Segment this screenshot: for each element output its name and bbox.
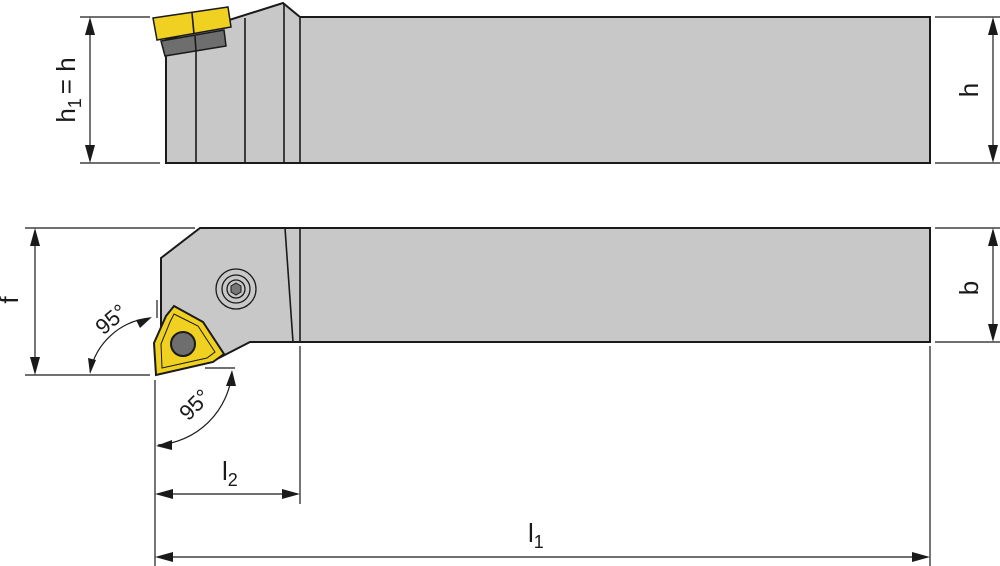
dimension-l1: l1 [155, 346, 931, 566]
insert-side [152, 6, 232, 41]
holder-body-side [165, 1, 931, 164]
dimension-h: h [935, 16, 1000, 164]
dimension-l2: l2 [154, 346, 301, 566]
svg-text:95°: 95° [90, 299, 132, 340]
angle-bottom: 95° [156, 367, 236, 450]
angle-top: 95° [88, 299, 158, 374]
insert-top [152, 304, 226, 377]
dimension-b: b [935, 227, 1000, 343]
insert-seat-side [160, 29, 227, 57]
dimension-f: f [0, 227, 195, 376]
svg-text:l2: l2 [222, 456, 238, 490]
side-view [152, 1, 931, 164]
clamp-screw [215, 268, 257, 310]
svg-text:95°: 95° [174, 384, 215, 425]
svg-text:l1: l1 [528, 518, 544, 552]
holder-body-top [160, 227, 931, 362]
svg-text:h1= h: h1= h [51, 57, 85, 122]
svg-text:f: f [0, 296, 24, 304]
svg-text:b: b [954, 281, 984, 295]
svg-text:h: h [954, 83, 984, 97]
dimension-h1: h1= h [51, 16, 160, 164]
top-view [152, 227, 931, 377]
